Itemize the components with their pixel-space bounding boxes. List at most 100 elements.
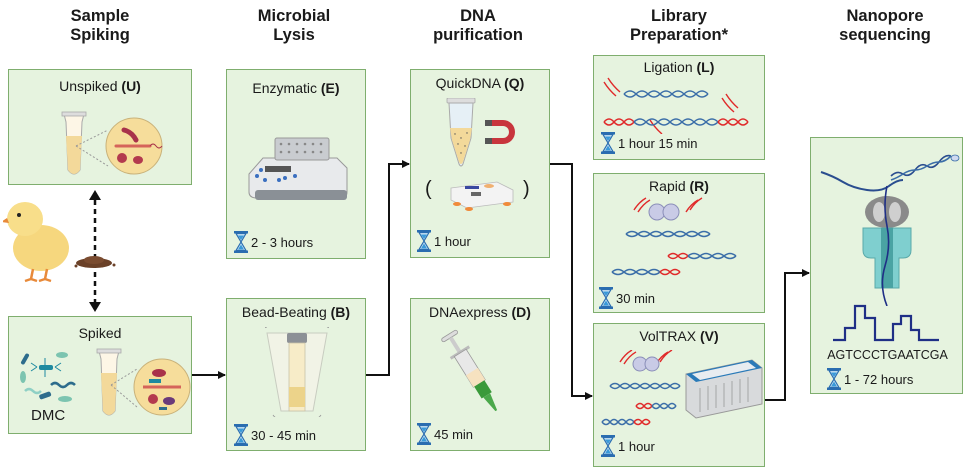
duration: 2 - 3 hours xyxy=(234,231,313,253)
box-quickdna: QuickDNA (Q) ( ) 1 hour xyxy=(410,69,550,258)
box-nanopore: AGTCCCTGAATCGA 1 - 72 hours xyxy=(810,137,963,394)
column-title-library-preparation: Library Preparation* xyxy=(589,7,769,45)
paren-open: ( xyxy=(425,178,432,200)
method-name: Enzymatic xyxy=(252,80,321,96)
title-line: DNA xyxy=(460,7,496,25)
hourglass-icon xyxy=(827,368,841,390)
dna-strand-icon xyxy=(623,90,709,98)
title-line: Sample xyxy=(70,7,130,25)
duration-text: 2 - 3 hours xyxy=(251,234,314,250)
method-name: Bead-Beating xyxy=(241,304,331,320)
droppings-icon xyxy=(74,256,116,268)
box-title: Enzymatic (E) xyxy=(227,80,365,96)
box-rapid: Rapid (R) 30 min xyxy=(593,173,765,313)
duration-text: 1 hour 15 min xyxy=(618,135,698,151)
box-title: QuickDNA (Q) xyxy=(411,75,549,91)
title-line: purification xyxy=(433,26,523,44)
duration: 1 hour xyxy=(601,435,655,457)
spiked-tube-illustration xyxy=(96,348,191,416)
box-title: Bead-Beating (B) xyxy=(227,304,365,320)
hourglass-icon xyxy=(417,423,431,445)
tube-and-magnet-illustration xyxy=(446,98,515,167)
method-name: Spiked xyxy=(78,325,122,341)
box-unspiked: Unspiked (U) xyxy=(8,69,192,185)
duration-text: 1 - 72 hours xyxy=(844,371,914,387)
voltrax-device-illustration xyxy=(685,359,763,419)
duration: 30 - 45 min xyxy=(234,424,316,446)
box-dnaexpress: DNAexpress (D) 45 min xyxy=(410,298,550,451)
box-title: Spiked xyxy=(9,325,191,341)
adapter-dna-icon xyxy=(603,77,663,134)
title-line: Lysis xyxy=(273,26,315,44)
method-name: VolTRAX xyxy=(639,328,701,344)
duration-text: 1 hour xyxy=(434,233,471,249)
motor-protein-icon xyxy=(865,196,909,228)
method-name: Rapid xyxy=(649,178,690,194)
duration-text: 1 hour xyxy=(618,438,655,454)
signal-trace-chart xyxy=(833,304,939,342)
method-code: (Q) xyxy=(504,75,525,91)
duration: 1 hour xyxy=(417,230,471,252)
arrowhead-up xyxy=(89,190,101,200)
box-title: Rapid (R) xyxy=(594,178,764,194)
method-name: QuickDNA xyxy=(435,75,505,91)
box-title: Unspiked (U) xyxy=(9,78,191,94)
box-ligation: Ligation (L) 1 hour 15 min xyxy=(593,55,765,160)
arrow-quickdna-to-voltrax xyxy=(550,163,593,400)
method-code: (R) xyxy=(689,178,709,194)
method-name: Unspiked xyxy=(59,78,122,94)
bead-beating-tube-illustration xyxy=(265,327,329,417)
method-code: (E) xyxy=(320,80,340,96)
arrowhead-down xyxy=(89,302,101,312)
thermomixer-illustration xyxy=(248,137,348,200)
hourglass-icon xyxy=(234,424,248,446)
duration: 45 min xyxy=(417,423,473,445)
method-code: (L) xyxy=(696,59,715,75)
nanopore-illustration xyxy=(820,154,960,306)
hourglass-icon xyxy=(601,132,615,154)
title-line: Spiking xyxy=(70,26,130,44)
dmc-label: DMC xyxy=(31,407,66,424)
method-code: (V) xyxy=(700,328,719,344)
duration: 30 min xyxy=(599,287,655,309)
voltrax-dna-illustration xyxy=(601,350,681,426)
method-name: Ligation xyxy=(643,59,697,75)
hourglass-icon xyxy=(234,231,248,253)
tube-with-microbes-illustration xyxy=(61,111,163,175)
box-voltrax: VolTRAX (V) 1 hour xyxy=(593,323,765,467)
title-line: Library xyxy=(651,7,707,25)
box-spiked: Spiked DMC xyxy=(8,316,192,434)
paren-close: ) xyxy=(523,178,530,200)
box-enzymatic: Enzymatic (E) 2 - 3 hours xyxy=(226,69,366,259)
syringe-illustration xyxy=(441,329,498,412)
rapid-dna-illustration xyxy=(611,197,737,276)
title-line: Nanopore xyxy=(846,7,924,25)
arrow-voltrax-to-nanopore xyxy=(765,269,810,401)
arrow-beadbeating-to-quickdna xyxy=(366,160,410,376)
transposome-icon xyxy=(633,197,703,221)
duration-text: 30 - 45 min xyxy=(251,427,317,443)
column-title-nanopore-sequencing: Nanopore sequencing xyxy=(795,7,970,45)
column-title-sample-spiking: Sample Spiking xyxy=(10,7,190,45)
method-code: (U) xyxy=(121,78,141,94)
ligation-dna-illustration xyxy=(603,77,749,134)
title-line: Microbial xyxy=(257,7,331,25)
method-code: (D) xyxy=(511,304,531,320)
method-name: DNAexpress xyxy=(429,304,512,320)
duration-text: 45 min xyxy=(434,426,474,442)
hourglass-icon xyxy=(417,230,431,252)
duration: 1 - 72 hours xyxy=(827,368,913,390)
column-title-microbial-lysis: Microbial Lysis xyxy=(204,7,384,45)
hourglass-icon xyxy=(599,287,613,309)
duration-text: 30 min xyxy=(616,290,656,306)
chick-illustration xyxy=(3,202,69,283)
column-title-dna-purification: DNA purification xyxy=(388,7,568,45)
method-code: (B) xyxy=(330,304,351,320)
box-title: VolTRAX (V) xyxy=(594,328,764,344)
title-line: sequencing xyxy=(839,26,931,44)
hourglass-icon xyxy=(601,435,615,457)
dna-sequence-readout: AGTCCCTGAATCGA xyxy=(827,348,948,362)
box-title: Ligation (L) xyxy=(594,59,764,75)
box-title: DNAexpress (D) xyxy=(411,304,549,320)
